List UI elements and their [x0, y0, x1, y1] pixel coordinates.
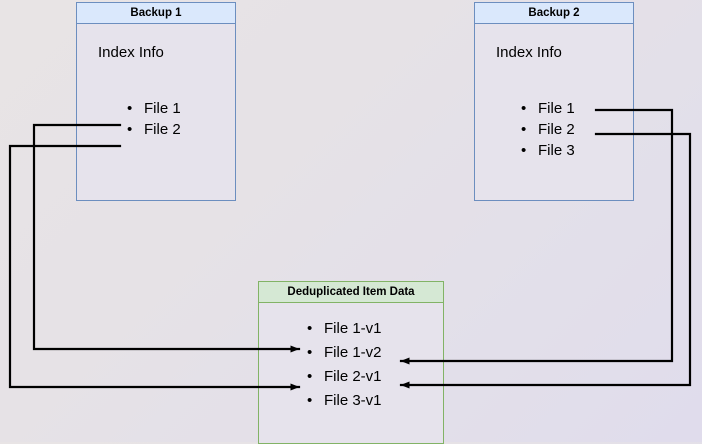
- backup-2-box[interactable]: Backup 2 Index Info File 1 File 2 File 3: [474, 2, 634, 201]
- backup-2-file-list: File 1 File 2 File 3: [519, 98, 575, 161]
- dedup-item[interactable]: File 1-v2: [305, 341, 382, 365]
- deduplicated-item-data-title: Deduplicated Item Data: [259, 282, 443, 303]
- backup-2-file-item[interactable]: File 2: [519, 119, 575, 140]
- backup-1-file-list: File 1 File 2: [125, 98, 181, 140]
- deduplicated-item-list: File 1-v1 File 1-v2 File 2-v1 File 3-v1: [305, 317, 382, 413]
- backup-2-index-info-label: Index Info: [496, 44, 562, 61]
- backup-1-title: Backup 1: [77, 3, 235, 24]
- deduplicated-item-data-box[interactable]: Deduplicated Item Data File 1-v1 File 1-…: [258, 281, 444, 444]
- dedup-item[interactable]: File 3-v1: [305, 389, 382, 413]
- backup-1-index-info-label: Index Info: [98, 44, 164, 61]
- backup-2-file-item[interactable]: File 3: [519, 140, 575, 161]
- backup-1-file-item[interactable]: File 1: [125, 98, 181, 119]
- dedup-item[interactable]: File 1-v1: [305, 317, 382, 341]
- dedup-item[interactable]: File 2-v1: [305, 365, 382, 389]
- backup-2-title: Backup 2: [475, 3, 633, 24]
- backup-1-file-item[interactable]: File 2: [125, 119, 181, 140]
- backup-1-box[interactable]: Backup 1 Index Info File 1 File 2: [76, 2, 236, 201]
- backup-2-file-item[interactable]: File 1: [519, 98, 575, 119]
